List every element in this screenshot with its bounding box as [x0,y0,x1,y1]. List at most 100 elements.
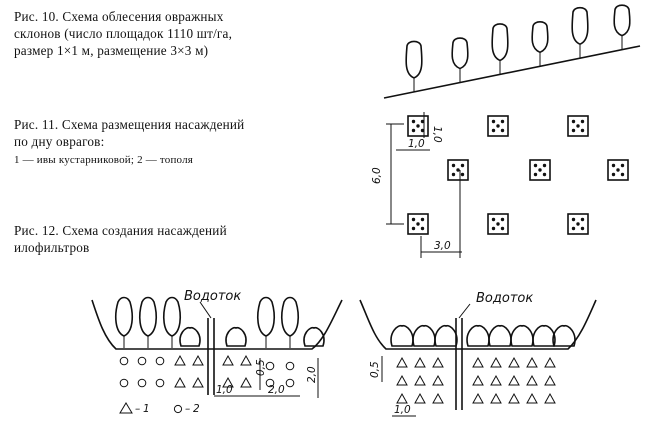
legend-label-2: 2 [193,403,200,415]
tree-icon [571,6,589,59]
fig10-slope-diagram [383,4,641,99]
poplar-crown-icon [256,296,276,348]
willow-triangle-symbol [544,392,556,404]
willow-triangle-symbol [432,374,444,386]
caption-fig11: Рис. 11. Схема размещения насаждений по … [14,116,244,169]
poplar-crown-icon [162,296,182,348]
willow-shrub-icon [488,324,512,347]
willow-triangle-symbol [544,356,556,368]
caption-fig12-line1: Рис. 12. Схема создания насаждений [14,223,227,238]
planting-plot-square [447,159,469,181]
willow-shrub-icon [390,324,414,347]
willow-shrub-icon [552,324,576,347]
slope-trees [405,4,631,92]
caption-fig12: Рис. 12. Схема создания насаждений илофи… [14,222,227,256]
poplar-circle-symbol [285,378,295,388]
right-shrub-crowns [390,324,576,347]
tree-icon [451,37,469,83]
legend-dash-1: – [135,403,140,415]
willow-triangle-symbol [432,356,444,368]
willow-triangle-symbol [174,376,186,388]
left-dim-10: 1,0 [216,384,233,396]
willow-triangle-symbol [222,354,234,366]
legend-dash-2: – [185,403,190,415]
caption-fig10: Рис. 10. Схема облесения овражных склоно… [14,8,232,59]
willow-shrub-icon [434,324,458,347]
poplar-circle-symbol [155,378,165,388]
willow-triangle-symbol [396,356,408,368]
dim-label-square-w: 1,0 [408,138,425,150]
willow-triangle-symbol [414,374,426,386]
caption-fig12-line2: илофильтров [14,240,90,255]
willow-triangle-symbol [222,376,234,388]
willow-triangle-symbol [508,392,520,404]
willow-triangle-symbol [526,356,538,368]
planting-plot-square [407,115,429,137]
willow-shrub-icon [412,324,436,347]
willow-shrub-icon [532,324,556,347]
left-tree-crowns [114,296,325,348]
willow-shrub-icon [225,326,247,347]
poplar-circle-symbol [265,378,275,388]
caption-fig11-line1: Рис. 11. Схема размещения насаждений [14,117,245,132]
poplar-crown-icon [280,296,300,348]
poplar-circle-symbol [265,361,275,371]
dim-label-horizontal: 3,0 [434,240,451,252]
poplar-circle-symbol [119,356,129,366]
willow-triangle-symbol [472,356,484,368]
caption-fig10-line1: Рис. 10. Схема облесения овражных [14,9,224,24]
willow-shrub-icon [303,326,325,347]
willow-shrub-icon [510,324,534,347]
planting-plot-square [407,213,429,235]
willow-triangle-symbol [472,392,484,404]
dim-label-square-h: 1,0 [431,126,443,143]
poplar-circle-symbol [119,378,129,388]
planting-plot-square [607,159,629,181]
left-dim-20v: 2,0 [306,366,318,383]
willow-triangle-symbol [544,374,556,386]
left-planting-symbols [119,354,295,388]
dim-label-vertical: 6,0 [371,167,383,184]
right-stream-label: Водоток [476,291,533,306]
left-label-leader [199,301,212,319]
planting-plot-square [567,213,589,235]
legend-circle-icon [173,404,183,414]
right-dim-05: 0,5 [369,361,381,378]
legend-label-1: 1 [143,403,150,415]
right-ravine-profile [359,299,597,350]
willow-triangle-symbol [508,356,520,368]
right-dim-10: 1,0 [394,404,411,416]
caption-fig10-line3: размер 1×1 м, размещение 3×3 м) [14,43,209,58]
tree-icon [613,4,631,50]
caption-fig11-line3: 1 — ивы кустарниковой; 2 — тополя [14,154,194,166]
willow-triangle-symbol [192,354,204,366]
poplar-circle-symbol [285,361,295,371]
fig11-dimensions: 1,0 1,0 6,0 3,0 [371,112,462,258]
fig12-right-ravine: Водоток 0,5 1,0 [359,291,597,417]
willow-triangle-symbol [432,392,444,404]
right-planting-symbols [396,356,556,404]
left-dim-20h: 2,0 [268,384,285,396]
caption-fig11-line2: по дну оврагов: [14,134,105,149]
willow-triangle-symbol [526,392,538,404]
caption-fig10-line2: склонов (число площадок 1110 шт/га, [14,26,233,41]
willow-shrub-icon [179,326,201,347]
right-label-leader [458,303,471,319]
willow-triangle-symbol [508,374,520,386]
poplar-circle-symbol [137,378,147,388]
willow-triangle-symbol [490,356,502,368]
willow-triangle-symbol [240,354,252,366]
tree-icon [491,23,509,75]
willow-triangle-symbol [396,374,408,386]
fig12-left-ravine: Водоток 0,5 2,0 1,0 2,0 – 1 – 2 [91,289,343,415]
willow-triangle-symbol [240,376,252,388]
left-stream-label: Водоток [184,289,241,304]
slope-line [383,45,641,99]
willow-triangle-symbol [526,374,538,386]
legend-triangle-icon [119,402,133,414]
planting-plot-square [487,115,509,137]
tree-icon [405,40,423,92]
willow-triangle-symbol [490,392,502,404]
left-dim-05: 0,5 [255,359,267,376]
